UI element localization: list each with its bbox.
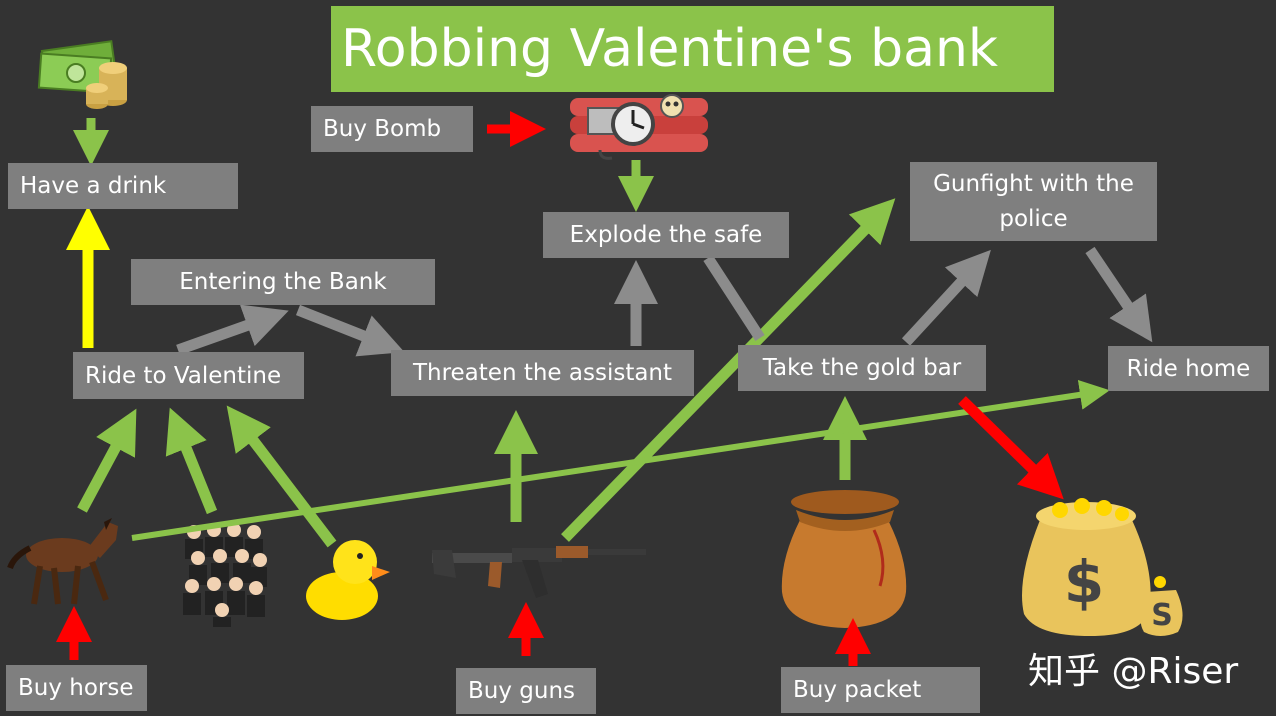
arrow-gunfight-to-ride-home (1085, 246, 1153, 343)
dollar-sign-label: $ (1064, 548, 1104, 616)
node-buy-guns: Buy guns (456, 668, 596, 714)
dynamite-bomb-icon (570, 94, 708, 160)
arrow-safe-to-gold (703, 255, 765, 341)
arrow-horse-to-ride-home (131, 379, 1110, 541)
node-ride-to-valentine: Ride to Valentine (73, 352, 304, 399)
horse-icon (7, 518, 118, 605)
node-buy-packet: Buy packet (781, 667, 980, 713)
watermark-text: 知乎 @Riser (1028, 651, 1239, 692)
assault-rifle-icon (432, 546, 646, 598)
node-explode-the-safe: Explode the safe (543, 212, 789, 258)
money-bag-with-gold-icon: $ S (1022, 498, 1183, 636)
money-icon (37, 40, 127, 109)
arrow-horse-to-valentine (77, 408, 137, 513)
gunfight-label-line2: police (999, 205, 1068, 232)
node-gunfight-with-police: Gunfight with the police (910, 162, 1157, 241)
node-buy-horse: Buy horse (6, 665, 147, 711)
node-entering-the-bank: Entering the Bank (131, 259, 435, 305)
arrow-gold-to-money-bag (958, 396, 1064, 500)
diagram-title: Robbing Valentine's bank (331, 6, 1054, 92)
crowd-of-men-in-suits-icon (183, 523, 267, 627)
node-have-a-drink: Have a drink (8, 163, 238, 209)
node-ride-home: Ride home (1108, 346, 1269, 391)
arrow-bank-to-threaten (295, 304, 405, 357)
node-buy-bomb: Buy Bomb (311, 106, 473, 152)
small-bag-s-label: S (1151, 598, 1173, 633)
node-threaten-the-assistant: Threaten the assistant (391, 350, 694, 396)
node-take-the-gold-bar: Take the gold bar (738, 345, 986, 391)
arrow-gold-to-gunfight (901, 249, 991, 346)
rubber-duck-icon (306, 540, 390, 620)
arrow-guns-to-gunfight (561, 198, 896, 542)
arrow-crowd-to-valentine (165, 407, 218, 515)
arrow-duck-to-valentine (226, 405, 337, 548)
gunfight-label-line1: Gunfight with the (933, 170, 1134, 197)
arrow-valentine-to-bank (176, 304, 289, 356)
burlap-sack-icon (781, 490, 907, 628)
